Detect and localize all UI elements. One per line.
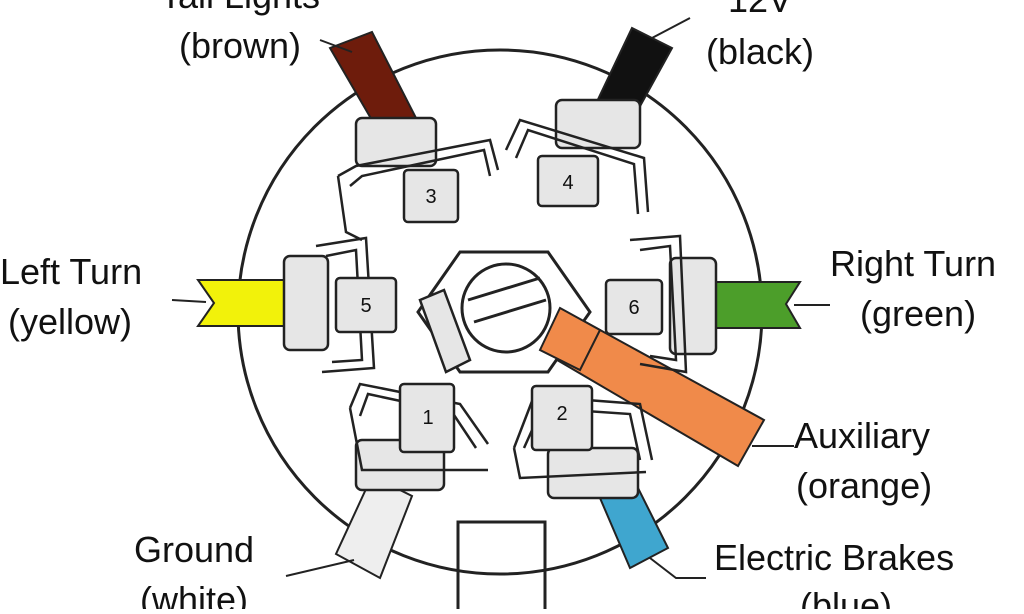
terminal-3	[336, 116, 500, 242]
label-tail-lights-name: Tail Lights	[160, 0, 320, 16]
pin-number-5: 5	[360, 295, 371, 317]
pin-number-2: 2	[556, 403, 567, 425]
label-ground-color: (white)	[140, 579, 248, 609]
label-electric-brakes-color: (blue)	[800, 585, 892, 609]
pin-number-6: 6	[628, 297, 639, 319]
wire-yellow	[196, 279, 289, 327]
label-left-turn-name: Left Turn	[0, 251, 142, 292]
label-right-turn-color: (green)	[860, 293, 976, 334]
label-ground-name: Ground	[134, 529, 254, 570]
leader-electric-brakes	[649, 557, 706, 579]
label-right-turn-name: Right Turn	[830, 243, 996, 284]
terminal-6	[604, 234, 718, 374]
terminal-4	[504, 98, 650, 215]
label-electric-brakes-name: Electric Brakes	[714, 537, 954, 578]
leader-ground	[285, 559, 355, 577]
terminal-1	[348, 382, 490, 492]
terminal-2	[512, 384, 654, 500]
pin-number-3: 3	[425, 186, 436, 208]
label-tail-lights-color: (brown)	[179, 25, 301, 66]
terminal-5	[282, 236, 398, 374]
wire-orange-overlap	[538, 306, 602, 372]
leader-tail-lights	[319, 39, 353, 53]
connector-keyway	[456, 520, 547, 609]
label-12v-color: (black)	[706, 31, 814, 72]
label-left-turn-color: (yellow)	[8, 301, 132, 342]
label-auxiliary-color: (orange)	[796, 465, 932, 506]
pin-number-1: 1	[422, 407, 433, 429]
leader-left-turn	[171, 299, 207, 303]
leader-12v	[651, 17, 691, 39]
label-12v-name: 12V	[728, 0, 792, 20]
pin-number-4: 4	[562, 172, 573, 194]
label-auxiliary-name: Auxiliary	[794, 415, 930, 456]
wire-green	[713, 281, 802, 329]
